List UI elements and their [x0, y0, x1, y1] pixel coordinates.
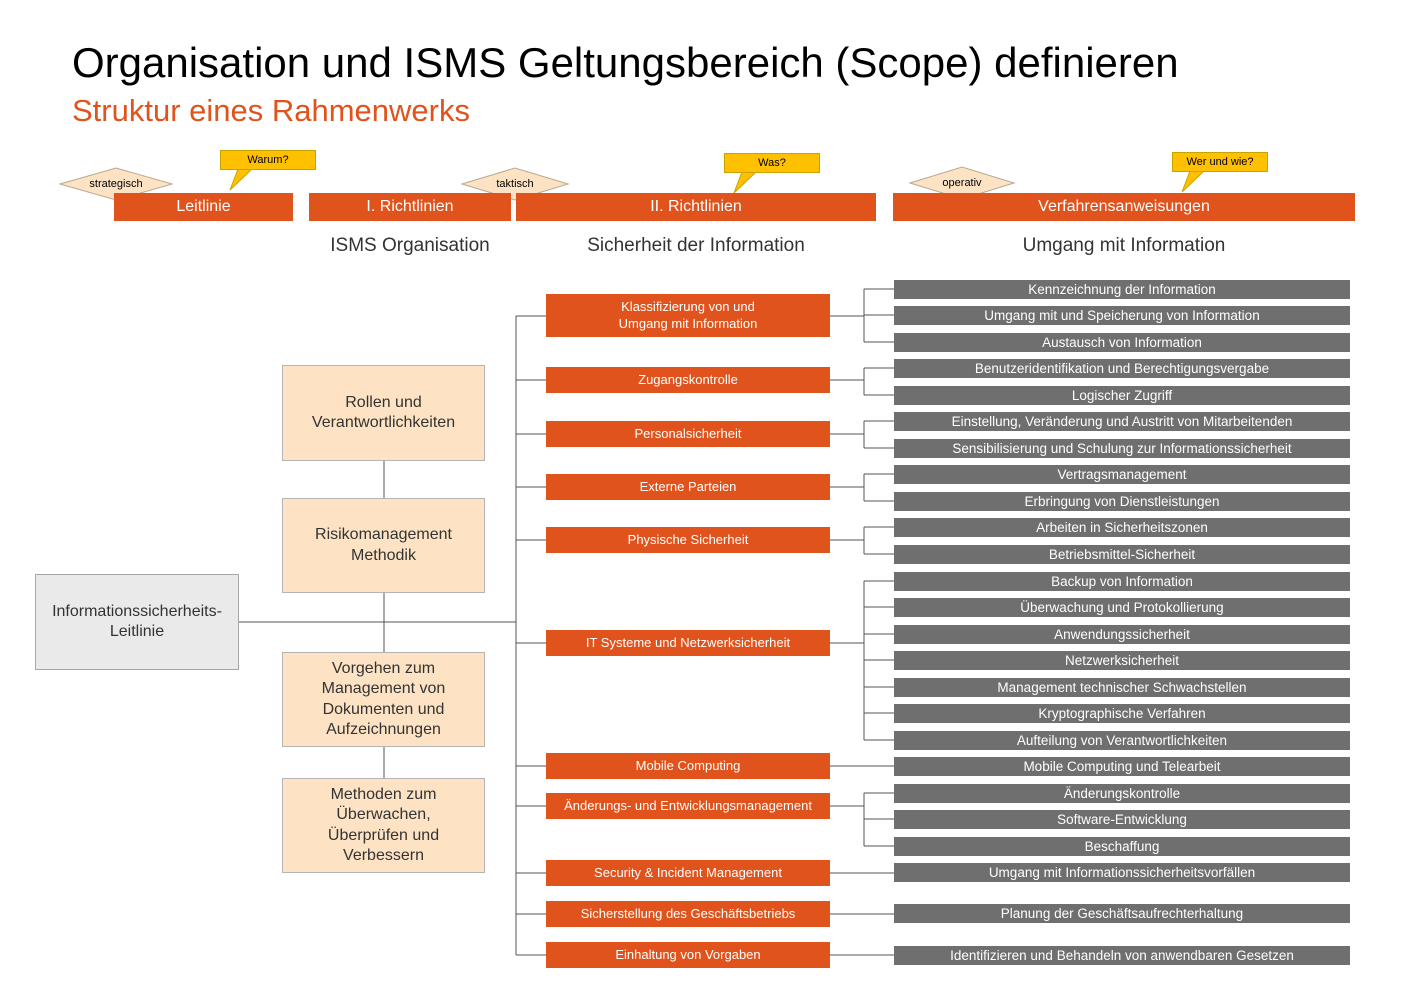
procedure-box: Beschaffung [894, 837, 1350, 856]
wer-und-wie-callout: Wer und wie? [1172, 152, 1268, 172]
procedure-box: Netzwerksicherheit [894, 651, 1350, 670]
policy-box: Klassifizierung von und Umgang mit Infor… [546, 294, 830, 337]
policy-box: Änderungs- und Entwicklungsmanagement [546, 793, 830, 819]
procedure-box: Vertragsmanagement [894, 465, 1350, 484]
section-umgang-mit-information: Umgang mit Information [1022, 235, 1226, 256]
procedure-box: Mobile Computing und Telearbeit [894, 757, 1350, 776]
header-leitlinie: Leitlinie [114, 193, 293, 221]
policy-box: Zugangskontrolle [546, 367, 830, 393]
procedure-box: Kryptographische Verfahren [894, 704, 1350, 723]
warum-callout: Warum? [220, 150, 316, 170]
header-verfahrensanweisungen: Verfahrensanweisungen [893, 193, 1355, 221]
strategisch-label: strategisch [89, 178, 143, 190]
procedure-box: Sensibilisierung und Schulung zur Inform… [894, 439, 1350, 458]
section-isms-organisation: ISMS Organisation [330, 235, 490, 256]
procedure-box: Austausch von Information [894, 333, 1350, 352]
policy-box: Security & Incident Management [546, 860, 830, 886]
was-callout: Was? [724, 153, 820, 173]
procedure-box: Arbeiten in Sicherheitszonen [894, 518, 1350, 537]
procedure-box: Aufteilung von Verantwortlichkeiten [894, 731, 1350, 750]
procedure-box: Erbringung von Dienstleistungen [894, 492, 1350, 511]
policy-box: Mobile Computing [546, 753, 830, 779]
policy-box: IT Systeme und Netzwerksicherheit [546, 630, 830, 656]
procedure-box: Anwendungssicherheit [894, 625, 1350, 644]
policy-box: Sicherstellung des Geschäftsbetriebs [546, 901, 830, 927]
section-sicherheit-der-information: Sicherheit der Information [587, 235, 805, 256]
procedure-box: Planung der Geschäftsaufrechterhaltung [894, 904, 1350, 923]
policy-box: Einhaltung von Vorgaben [546, 942, 830, 968]
org-box: Risikomanagement Methodik [282, 498, 485, 593]
procedure-box: Backup von Information [894, 572, 1350, 591]
header-richtlinien-2: II. Richtlinien [516, 193, 876, 221]
policy-box: Personalsicherheit [546, 421, 830, 447]
taktisch-label: taktisch [496, 178, 534, 190]
procedure-box: Software-Entwicklung [894, 810, 1350, 829]
operativ-label: operativ [942, 177, 982, 189]
procedure-box: Einstellung, Veränderung und Austritt vo… [894, 412, 1350, 431]
page-title: Organisation und ISMS Geltungsbereich (S… [72, 39, 1179, 86]
procedure-box: Benutzeridentifikation und Berechtigungs… [894, 359, 1350, 378]
informationssicherheits-leitlinie-box: Informationssicherheits- Leitlinie [35, 574, 239, 670]
strategisch-diamond [58, 167, 174, 201]
procedure-box: Umgang mit und Speicherung von Informati… [894, 306, 1350, 325]
procedure-box: Kennzeichnung der Information [894, 280, 1350, 299]
org-box: Vorgehen zum Management von Dokumenten u… [282, 652, 485, 747]
procedure-box: Identifizieren und Behandeln von anwendb… [894, 946, 1350, 965]
header-richtlinien-1: I. Richtlinien [309, 193, 511, 221]
procedure-box: Betriebsmittel-Sicherheit [894, 545, 1350, 564]
policy-box: Physische Sicherheit [546, 527, 830, 553]
procedure-box: Umgang mit Informationssicherheitsvorfäl… [894, 863, 1350, 882]
policy-box: Externe Parteien [546, 474, 830, 500]
org-box: Rollen und Verantwortlichkeiten [282, 365, 485, 461]
page-subtitle: Struktur eines Rahmenwerks [72, 93, 470, 128]
procedure-box: Überwachung und Protokollierung [894, 598, 1350, 617]
procedure-box: Änderungskontrolle [894, 784, 1350, 803]
org-box: Methoden zum Überwachen, Überprüfen und … [282, 778, 485, 873]
procedure-box: Logischer Zugriff [894, 386, 1350, 405]
procedure-box: Management technischer Schwachstellen [894, 678, 1350, 697]
